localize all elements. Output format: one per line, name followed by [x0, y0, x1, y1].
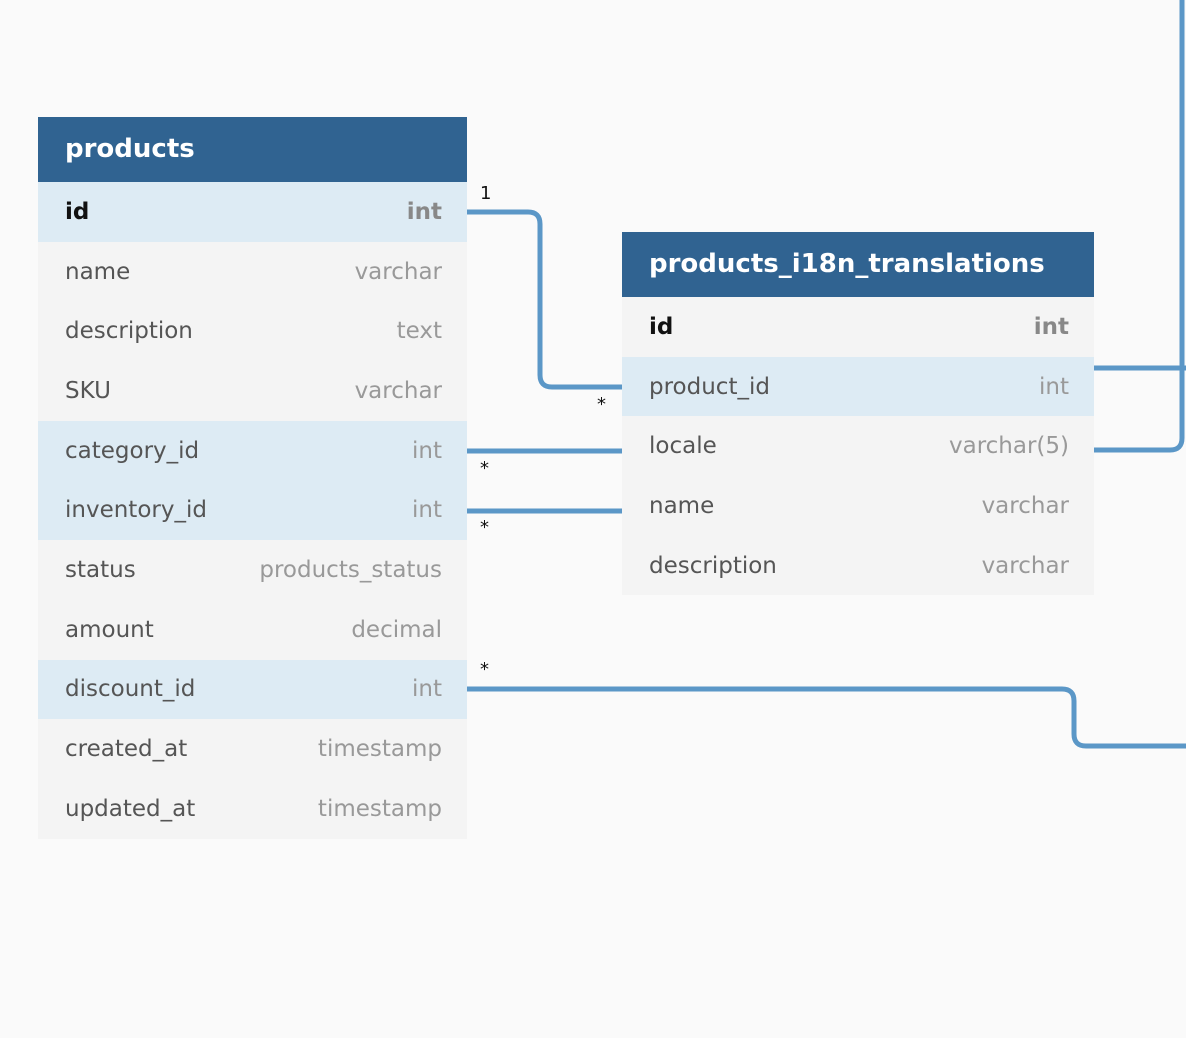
field-name: SKU [65, 377, 111, 404]
field-type: text [396, 318, 442, 345]
field-type: int [412, 437, 442, 464]
field-name: id [649, 313, 674, 340]
field-name: locale [649, 433, 717, 460]
table-products[interactable]: products id int name varchar description… [38, 117, 467, 839]
field-name: status [65, 556, 136, 583]
field-type: varchar [981, 552, 1069, 579]
field-type: decimal [351, 616, 442, 643]
table-header-products[interactable]: products [38, 117, 467, 182]
field-name: amount [65, 616, 154, 643]
field-name: name [649, 492, 715, 519]
field-name: category_id [65, 437, 200, 464]
field-name: id [65, 198, 90, 225]
field-row-product-id[interactable]: product_id int [622, 356, 1094, 417]
field-row-description[interactable]: description varchar [622, 535, 1094, 596]
field-row-sku[interactable]: SKU varchar [38, 361, 467, 421]
field-row-name[interactable]: name varchar [622, 476, 1094, 536]
field-name: created_at [65, 736, 188, 763]
field-row-category-id[interactable]: category_id int [38, 420, 467, 481]
link-discount-id[interactable] [467, 686, 1186, 749]
field-row-inventory-id[interactable]: inventory_id int [38, 480, 467, 541]
cardinality-label: * [480, 458, 489, 479]
field-row-id[interactable]: id int [38, 182, 467, 242]
field-row-discount-id[interactable]: discount_id int [38, 659, 467, 720]
field-name: name [65, 258, 131, 285]
field-row-id[interactable]: id int [622, 297, 1094, 357]
field-type: products_status [259, 556, 442, 583]
field-row-created-at[interactable]: created_at timestamp [38, 719, 467, 779]
field-type: varchar(5) [948, 433, 1069, 460]
link-locale-right[interactable] [1094, 0, 1185, 453]
field-name: discount_id [65, 676, 196, 703]
link-products-id-to-translations-product-id[interactable] [467, 209, 622, 390]
cardinality-label: * [480, 517, 489, 538]
field-type: varchar [354, 377, 442, 404]
field-row-status[interactable]: status products_status [38, 540, 467, 600]
field-name: updated_at [65, 795, 196, 822]
field-type: varchar [981, 492, 1069, 519]
field-row-amount[interactable]: amount decimal [38, 599, 467, 660]
field-type: timestamp [317, 736, 442, 763]
field-row-name[interactable]: name varchar [38, 241, 467, 302]
table-header-products-i18n-translations[interactable]: products_i18n_translations [622, 232, 1094, 297]
cardinality-label: * [480, 659, 489, 680]
field-name: inventory_id [65, 497, 207, 524]
cardinality-label: 1 [480, 183, 492, 204]
field-type: timestamp [317, 795, 442, 822]
cardinality-label: * [597, 394, 606, 415]
field-type: int [412, 676, 442, 703]
field-type: int [1039, 373, 1069, 400]
field-name: product_id [649, 373, 770, 400]
table-products-i18n-translations[interactable]: products_i18n_translations id int produc… [622, 232, 1094, 596]
field-type: int [1033, 313, 1069, 340]
field-name: description [65, 318, 193, 345]
field-type: int [406, 198, 442, 225]
field-row-updated-at[interactable]: updated_at timestamp [38, 778, 467, 839]
field-type: varchar [354, 258, 442, 285]
field-type: int [412, 497, 442, 524]
field-row-locale[interactable]: locale varchar(5) [622, 416, 1094, 477]
field-name: description [649, 552, 777, 579]
field-row-description[interactable]: description text [38, 301, 467, 362]
